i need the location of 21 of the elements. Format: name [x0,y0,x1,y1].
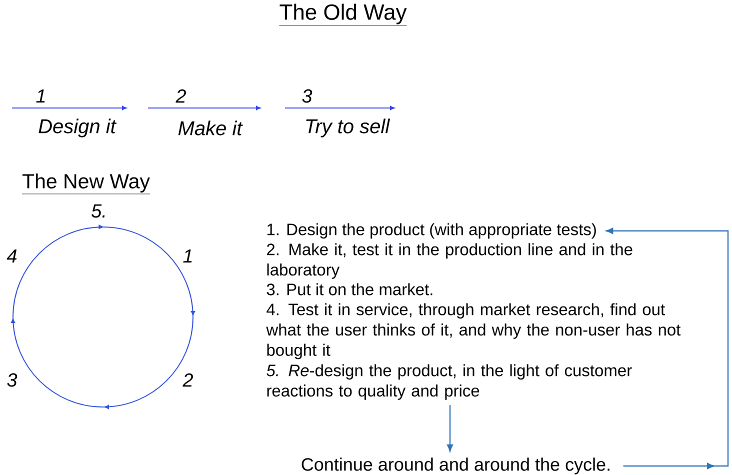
list-item: 4. Test it in service, through market research, find out what the user thinks of it, and why the non-user has not bought it [266,303,681,360]
number-label: 3 [7,373,18,387]
arrow [606,228,729,470]
number-label: 1 [36,89,45,103]
heading: The Old Way [279,4,407,26]
step-label: Make it [178,120,243,136]
list-item: 1. Design the product (with appropriate tests) [267,223,596,239]
arrow [446,405,454,452]
number-label: 1 [183,249,192,263]
number-label: 5. [92,204,105,218]
number-label: 4 [6,249,17,263]
number-label: 2 [176,89,186,103]
heading: The New Way [22,173,150,194]
number-label: 2 [182,373,193,387]
list-item: 3. Put it on the market. [266,283,432,296]
step-label: Design it [38,118,117,138]
cycle-note: Continue around and around the cycle. [302,458,610,474]
list-item: 2. Make it, test it in the production line and in the laboratory [267,243,632,279]
step-label: Try to sell [306,118,390,138]
list-item: 5. Re-design the product, in the light of customer reactions to quality and price [266,364,632,400]
number-label: 3 [302,89,312,103]
